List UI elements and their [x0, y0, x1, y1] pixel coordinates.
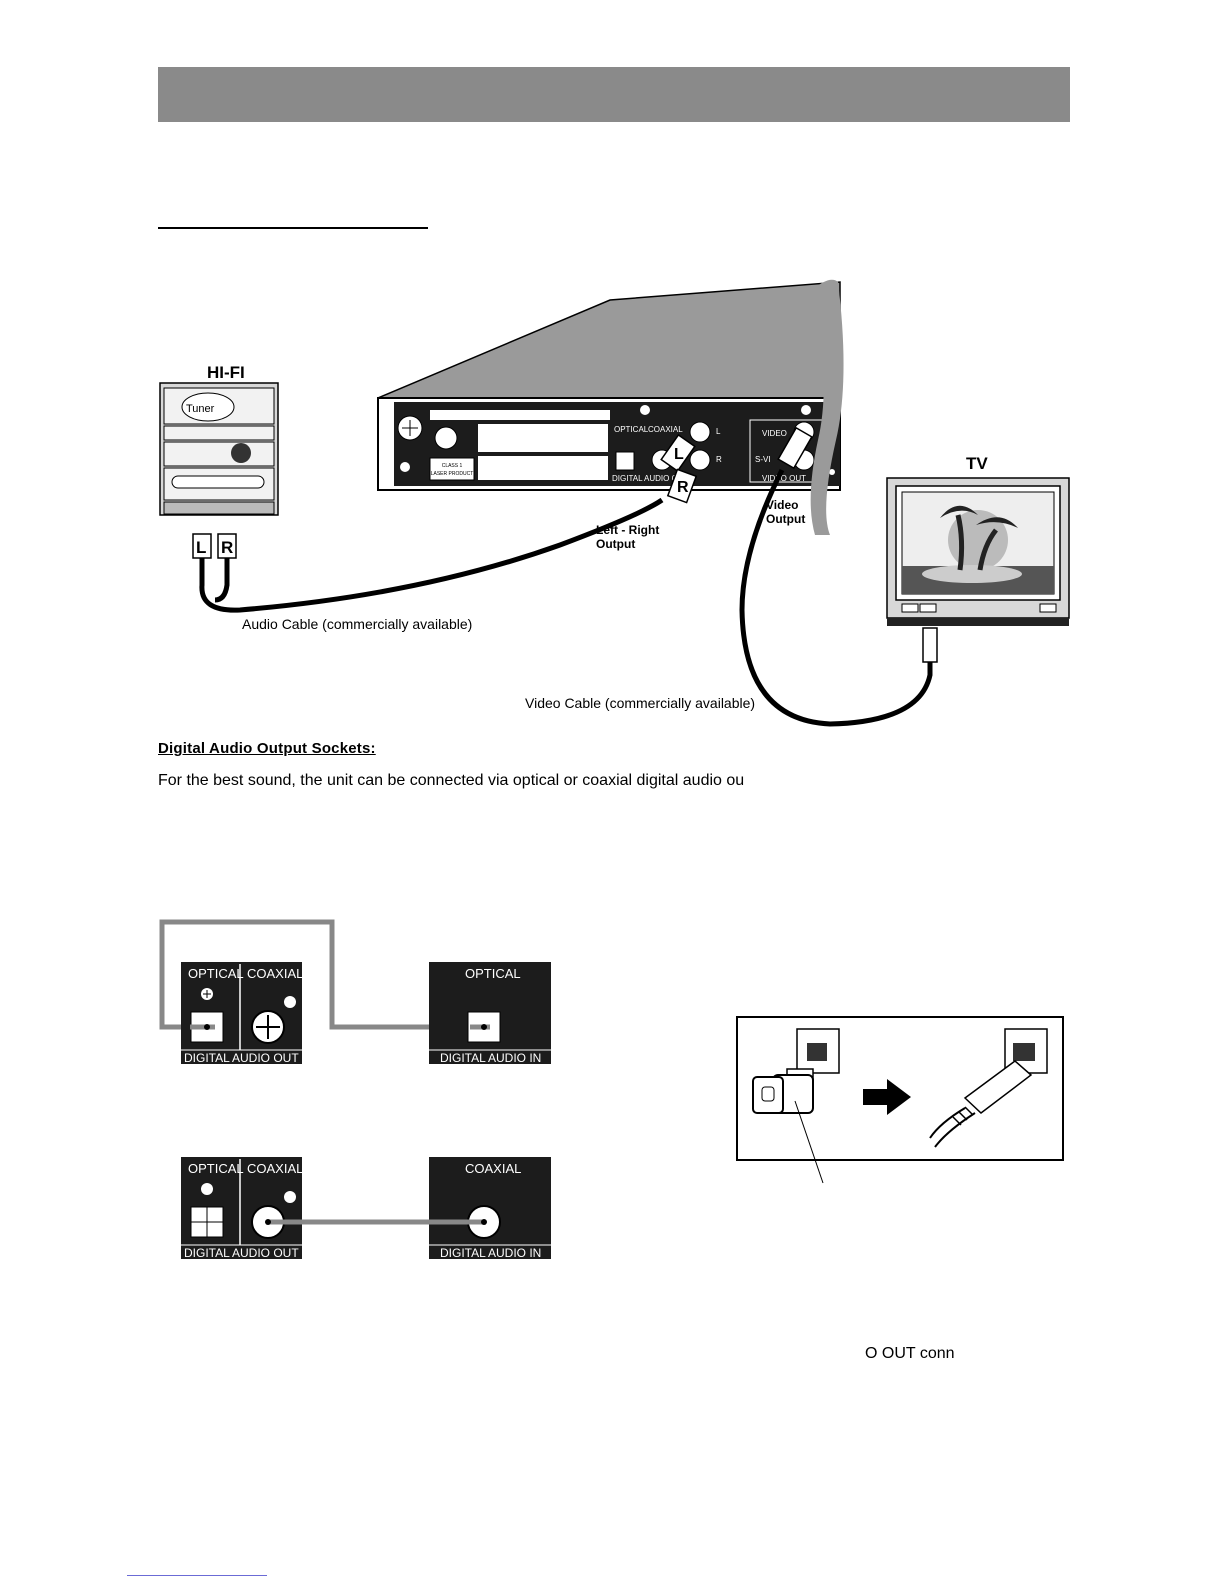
- digital-audio-heading: Digital Audio Output Sockets:: [158, 740, 376, 757]
- hifi-plug-l-letter: L: [196, 538, 206, 557]
- panel-out-coaxial-set: OPTICAL COAXIAL DIGITAL AUDIO OUT: [181, 1157, 303, 1260]
- video-output-label-2: Output: [766, 512, 805, 526]
- panel-r-label: R: [716, 455, 722, 464]
- panel-video-out-label: VIDEO OUT: [762, 474, 806, 483]
- panel-in-coaxial-set: COAXIAL DIGITAL AUDIO IN: [429, 1157, 551, 1260]
- in2-digital-label: DIGITAL AUDIO IN: [440, 1246, 541, 1260]
- optical-cap-inset: [736, 1016, 1064, 1184]
- partial-text: O OUT conn: [865, 1345, 955, 1362]
- footer-underline: [127, 1575, 267, 1576]
- panel-optical-label: OPTICAL: [614, 425, 649, 434]
- video-output-label-1: Video: [766, 498, 798, 512]
- tv-label: TV: [966, 454, 988, 473]
- dvd-player-illustration: CLASS 1 LASER PRODUCT OPTICAL COAXIAL L …: [377, 281, 841, 491]
- header-bar: [158, 67, 1070, 122]
- arrow-right-icon: [863, 1079, 911, 1115]
- tv-illustration: TV: [886, 454, 1070, 626]
- panel-svideo-label: S-VI: [755, 455, 771, 464]
- panel-l-label: L: [716, 427, 721, 436]
- video-cable-label: Video Cable (commercially available): [525, 695, 755, 711]
- optical-cable: [159, 919, 485, 1030]
- player-video-plug: [777, 426, 813, 470]
- digital-audio-body: For the best sound, the unit can be conn…: [158, 772, 745, 789]
- hifi-label: HI-FI: [207, 363, 245, 382]
- in-optical-label: OPTICAL: [465, 966, 521, 981]
- panel-video-label: VIDEO: [762, 429, 787, 438]
- laser-product-label: LASER PRODUCT: [431, 471, 474, 477]
- out2-optical-label: OPTICAL: [188, 1161, 244, 1176]
- tuner-label: Tuner: [186, 403, 215, 415]
- out2-coaxial-label: COAXIAL: [247, 1161, 303, 1176]
- audio-cable: [199, 497, 664, 613]
- player-plug-r-letter: R: [677, 479, 689, 496]
- optical-plug: [963, 1060, 1033, 1114]
- left-right-output-label-1: Left - Right: [596, 523, 659, 537]
- tv-plug: [922, 627, 938, 663]
- panel-digital-audio-out-label: DIGITAL AUDIO OUT: [612, 474, 689, 483]
- out-optical-label: OPTICAL: [188, 966, 244, 981]
- left-right-output-label-2: Output: [596, 537, 635, 551]
- out-digital-label: DIGITAL AUDIO OUT: [184, 1051, 299, 1065]
- player-plug-l-letter: L: [674, 446, 684, 463]
- audio-cable-label: Audio Cable (commercially available): [242, 616, 472, 632]
- video-cable: [739, 468, 933, 727]
- panel-coaxial-label: COAXIAL: [648, 425, 683, 434]
- panel-out-optical-set: OPTICAL COAXIAL DIGITAL AUDIO OUT: [181, 962, 303, 1065]
- hifi-plug-r-letter: R: [221, 538, 233, 557]
- panel-optical-socket: [615, 451, 635, 471]
- in-coaxial-label: COAXIAL: [465, 1161, 521, 1176]
- hifi-illustration: HI-FI Tuner: [159, 363, 279, 516]
- cutaway-band: [810, 279, 844, 535]
- section-underline: [158, 227, 428, 229]
- out2-digital-label: DIGITAL AUDIO OUT: [184, 1246, 299, 1260]
- out-coaxial-label: COAXIAL: [247, 966, 303, 981]
- player-lr-plugs: L R: [660, 433, 698, 504]
- hifi-lr-plugs: L R: [192, 533, 237, 559]
- socket-panels-diagram: OPTICAL COAXIAL DIGITAL AUDIO OUT OPTICA…: [159, 919, 551, 1260]
- panel-in-optical-set: OPTICAL DIGITAL AUDIO IN: [429, 962, 551, 1065]
- in-digital-label: DIGITAL AUDIO IN: [440, 1051, 541, 1065]
- class1-label: CLASS 1: [442, 463, 463, 469]
- connection-diagram: CLASS 1 LASER PRODUCT OPTICAL COAXIAL L …: [159, 279, 1070, 727]
